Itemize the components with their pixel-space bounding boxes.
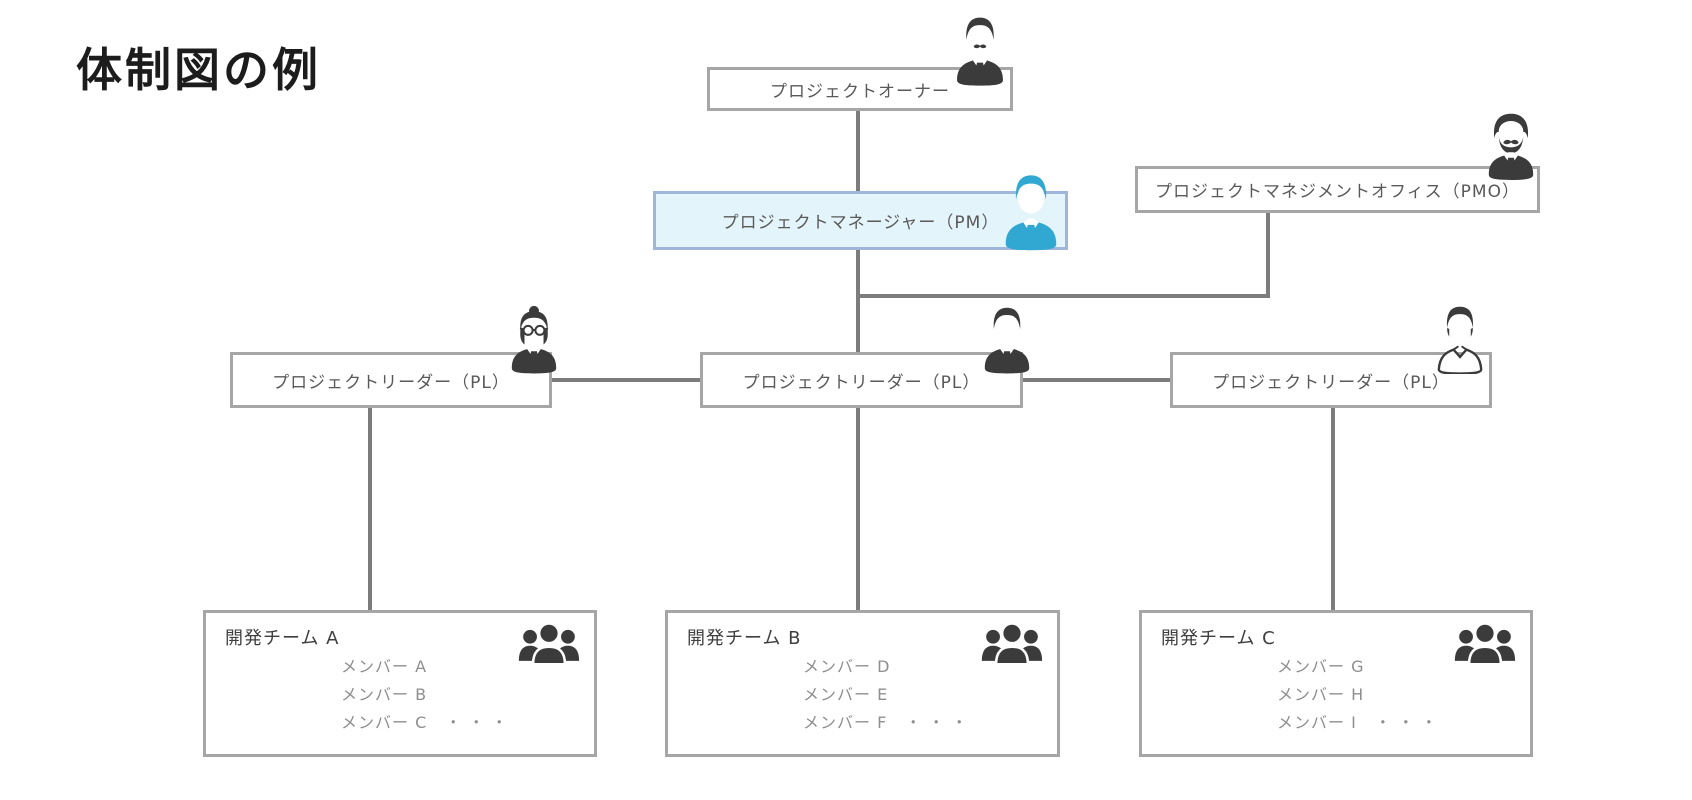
- member-row: メンバー B: [341, 681, 514, 709]
- member-row: メンバー F ・・・: [803, 709, 974, 737]
- member-name: メンバー H: [1277, 685, 1365, 704]
- member-list: メンバー A メンバー B メンバー C ・・・: [341, 653, 514, 737]
- member-row: メンバー C ・・・: [341, 709, 514, 737]
- node-label: プロジェクトリーダー（PL）: [272, 372, 510, 393]
- member-row: メンバー H: [1277, 681, 1444, 709]
- member-name: メンバー B: [341, 685, 428, 704]
- connector-pm-trunk: [856, 248, 860, 356]
- member-row: メンバー D: [803, 653, 974, 681]
- connector-pm-pmo-horizontal: [856, 294, 1270, 298]
- member-name: メンバー A: [341, 657, 428, 676]
- node-label: プロジェクトリーダー（PL）: [742, 372, 981, 393]
- node-label: プロジェクトマネジメントオフィス（PMO）: [1155, 182, 1520, 202]
- connector-pl-team-a: [368, 406, 372, 612]
- connector-pl-center-right: [1023, 378, 1170, 382]
- team-group-icon: [981, 622, 1043, 666]
- member-row: メンバー G: [1277, 653, 1444, 681]
- member-row: メンバー I ・・・: [1277, 709, 1444, 737]
- young-man-icon: [1437, 306, 1483, 374]
- member-row: メンバー A: [341, 653, 514, 681]
- node-team-b: 開発チーム B メンバー D メンバー E メンバー F ・・・: [665, 610, 1060, 757]
- team-group-icon: [518, 622, 580, 666]
- connector-pl-left-center: [552, 378, 700, 382]
- connector-owner-pm: [856, 109, 860, 193]
- node-project-leader-center: プロジェクトリーダー（PL）: [700, 352, 1023, 408]
- node-label: プロジェクトリーダー（PL）: [1212, 372, 1450, 393]
- node-project-manager: プロジェクトマネージャー（PM）: [653, 191, 1068, 250]
- connector-pl-team-c: [1331, 406, 1335, 612]
- member-name: メンバー F: [803, 713, 888, 732]
- member-list: メンバー G メンバー H メンバー I ・・・: [1277, 653, 1444, 737]
- member-list: メンバー D メンバー E メンバー F ・・・: [803, 653, 974, 737]
- member-name: メンバー D: [803, 657, 891, 676]
- businessman-blue-icon: [1005, 175, 1057, 251]
- node-label: プロジェクトオーナー: [770, 81, 950, 102]
- member-row: メンバー E: [803, 681, 974, 709]
- node-project-leader-left: プロジェクトリーダー（PL）: [230, 352, 552, 408]
- team-title: 開発チーム A: [225, 628, 340, 649]
- node-team-c: 開発チーム C メンバー G メンバー H メンバー I ・・・: [1139, 610, 1533, 757]
- team-group-icon: [1454, 622, 1516, 666]
- node-project-leader-right: プロジェクトリーダー（PL）: [1170, 352, 1492, 408]
- member-name: メンバー I: [1277, 713, 1357, 732]
- member-ellipsis: ・・・: [905, 713, 975, 732]
- page-title: 体制図の例: [76, 43, 321, 97]
- bearded-man-icon: [1488, 113, 1534, 180]
- connector-pmo-drop: [1266, 211, 1270, 298]
- businessman-icon: [984, 307, 1030, 374]
- member-ellipsis: ・・・: [1374, 713, 1444, 732]
- member-ellipsis: ・・・: [445, 713, 515, 732]
- team-title: 開発チーム B: [687, 628, 802, 649]
- node-label: プロジェクトマネージャー（PM）: [721, 213, 1000, 233]
- member-name: メンバー E: [803, 685, 889, 704]
- member-name: メンバー G: [1277, 657, 1365, 676]
- woman-glasses-icon: [511, 305, 557, 374]
- team-title: 開発チーム C: [1161, 628, 1276, 649]
- businessman-mustache-icon: [957, 17, 1003, 86]
- node-pmo: プロジェクトマネジメントオフィス（PMO）: [1135, 166, 1540, 213]
- connector-pl-team-b: [856, 406, 860, 612]
- node-team-a: 開発チーム A メンバー A メンバー B メンバー C ・・・: [203, 610, 597, 757]
- member-name: メンバー C: [341, 713, 428, 732]
